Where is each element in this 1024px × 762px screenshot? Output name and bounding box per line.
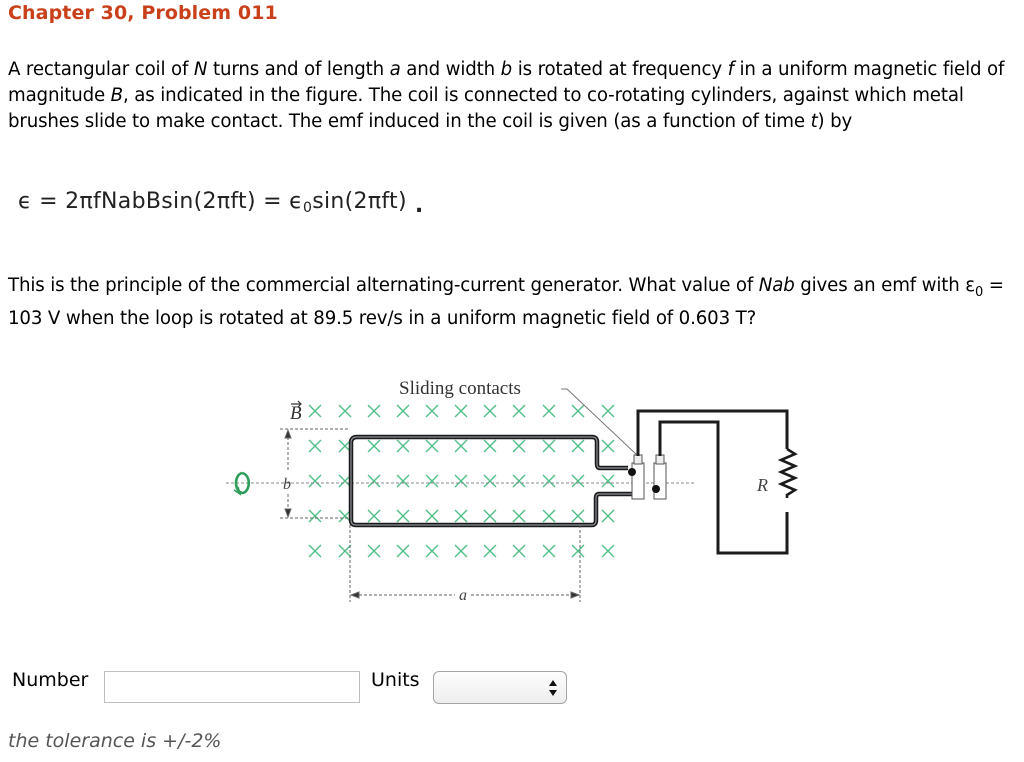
- equation-subscript: 0: [303, 200, 313, 216]
- equation-lhs: ϵ = 2πfNabBsin(2πft) = ϵ: [18, 189, 304, 214]
- sliding-contacts-label: Sliding contacts: [399, 378, 521, 399]
- text: , as indicated in the figure. The coil i…: [8, 85, 964, 132]
- width-label: b: [283, 476, 291, 493]
- length-dimension: [349, 525, 581, 602]
- field-label: B: [290, 403, 302, 424]
- text: This is the principle of the commercial …: [8, 275, 759, 296]
- var-N: N: [193, 59, 208, 80]
- number-label: Number: [12, 669, 89, 691]
- coil: [348, 434, 641, 528]
- text: gives an emf with ε: [794, 275, 975, 296]
- text: turns and of length: [207, 59, 390, 80]
- var-t: t: [810, 111, 818, 132]
- external-circuit: [636, 409, 799, 555]
- units-select[interactable]: [433, 671, 567, 704]
- text: ) by: [817, 111, 853, 132]
- resistor-icon: [777, 447, 799, 498]
- text: is rotated at frequency: [512, 59, 728, 80]
- text: A rectangular coil of: [8, 59, 194, 80]
- length-label: a: [459, 587, 467, 604]
- generator-figure: B Sliding contacts b a: [226, 378, 799, 604]
- var-Nab: Nab: [758, 275, 795, 296]
- tolerance-note: the tolerance is +/-2%: [8, 730, 222, 752]
- var-f: f: [727, 59, 734, 80]
- magnetic-field-marks: [308, 404, 615, 558]
- page-title: Chapter 30, Problem 011: [8, 2, 278, 24]
- width-dimension: [280, 428, 348, 519]
- var-b: b: [500, 59, 513, 80]
- problem-intro: A rectangular coil of N turns and of len…: [8, 57, 1018, 135]
- text: and width: [400, 59, 501, 80]
- equation-rhs: sin(2πft): [312, 189, 407, 214]
- text: in a uniform magnetic field of magnitude: [8, 59, 1005, 106]
- rotation-icon: [233, 471, 251, 496]
- emf-equation: ϵ = 2πfNabBsin(2πft) = ϵ0sin(2πft).: [18, 189, 424, 218]
- text: = 103 V when the loop is rotated at 89.5…: [8, 275, 1004, 329]
- select-arrows-icon: [549, 680, 557, 696]
- subscript: 0: [974, 285, 984, 300]
- var-B: B: [110, 85, 123, 106]
- units-label: Units: [371, 669, 420, 691]
- vector-arrow-icon: [291, 400, 302, 408]
- number-input[interactable]: [104, 671, 360, 703]
- sliding-contacts: [631, 454, 667, 500]
- equation-period: .: [414, 193, 424, 218]
- var-a: a: [389, 59, 401, 80]
- problem-question: This is the principle of the commercial …: [8, 273, 1018, 332]
- resistor-label: R: [756, 475, 768, 495]
